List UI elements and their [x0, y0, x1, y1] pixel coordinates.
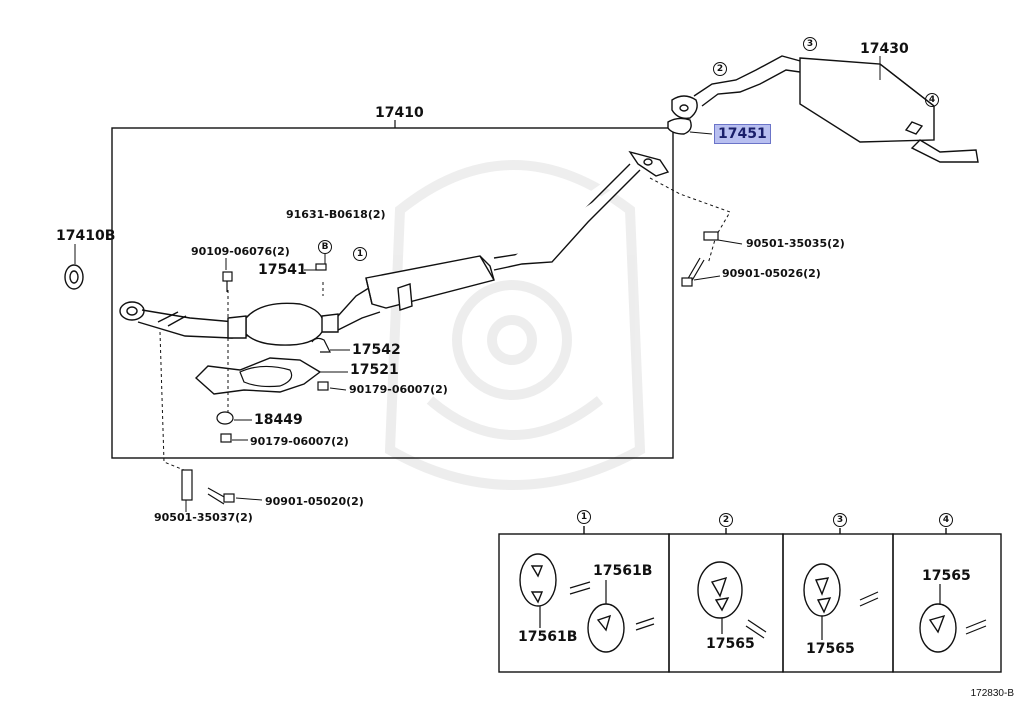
part-label-17542[interactable]: 17542	[352, 342, 401, 358]
hanger-marker-2: 2	[719, 513, 733, 527]
center-pipe	[365, 150, 670, 311]
part-label-90179-06007-a[interactable]: 90179-06007(2)	[349, 383, 448, 396]
part-label-90501-35037[interactable]: 90501-35037(2)	[154, 511, 253, 524]
hanger-marker-3: 3	[833, 513, 847, 527]
part-label-17410[interactable]: 17410	[375, 105, 424, 121]
hardware-bolts-nuts	[181, 231, 719, 505]
part-label-90501-35035[interactable]: 90501-35035(2)	[746, 237, 845, 250]
part-label-17430[interactable]: 17430	[860, 41, 909, 57]
part-label-17521[interactable]: 17521	[350, 362, 399, 378]
part-label-18449[interactable]: 18449	[254, 412, 303, 428]
hanger-rubbers	[519, 553, 957, 653]
marker-4: 4	[925, 93, 939, 107]
hanger-label-17565-2[interactable]: 17565	[706, 636, 755, 652]
part-label-90179-06007-b[interactable]: 90179-06007(2)	[250, 435, 349, 448]
figure-id: 172830-B	[970, 688, 1014, 699]
heat-shield-17521	[194, 357, 322, 395]
part-label-17541[interactable]: 17541	[258, 262, 307, 278]
hanger-label-17565-3[interactable]: 17565	[806, 641, 855, 657]
hanger-boxes	[498, 526, 1002, 673]
hanger-label-17565-4[interactable]: 17565	[922, 568, 971, 584]
marker-1: 1	[353, 247, 367, 261]
hanger-pins	[539, 580, 987, 640]
part-label-17451[interactable]: 17451	[714, 124, 771, 144]
part-label-90901-05020[interactable]: 90901-05020(2)	[265, 495, 364, 508]
leader-lines	[74, 56, 881, 512]
part-label-91631-b0618[interactable]: 91631-B0618(2)	[286, 208, 386, 221]
gasket-17410b	[64, 264, 84, 290]
front-catalyst	[227, 302, 339, 346]
watermark-emblem	[384, 160, 646, 490]
hanger-label-17561b-top[interactable]: 17561B	[593, 563, 653, 579]
hanger-label-17561b-bottom[interactable]: 17561B	[518, 629, 578, 645]
part-label-90109-06076[interactable]: 90109-06076(2)	[191, 245, 290, 258]
part-label-90901-05026[interactable]: 90901-05026(2)	[722, 267, 821, 280]
marker-2: 2	[713, 62, 727, 76]
hanger-marker-4: 4	[939, 513, 953, 527]
tail-pipe-muffler-17430	[667, 55, 979, 163]
marker-3: 3	[803, 37, 817, 51]
part-label-17410b[interactable]: 17410B	[56, 228, 116, 244]
assembly-frame-17410	[111, 127, 674, 459]
hanger-marker-1: 1	[577, 510, 591, 524]
marker-b: B	[318, 240, 332, 254]
dashed-leaders	[159, 177, 731, 471]
